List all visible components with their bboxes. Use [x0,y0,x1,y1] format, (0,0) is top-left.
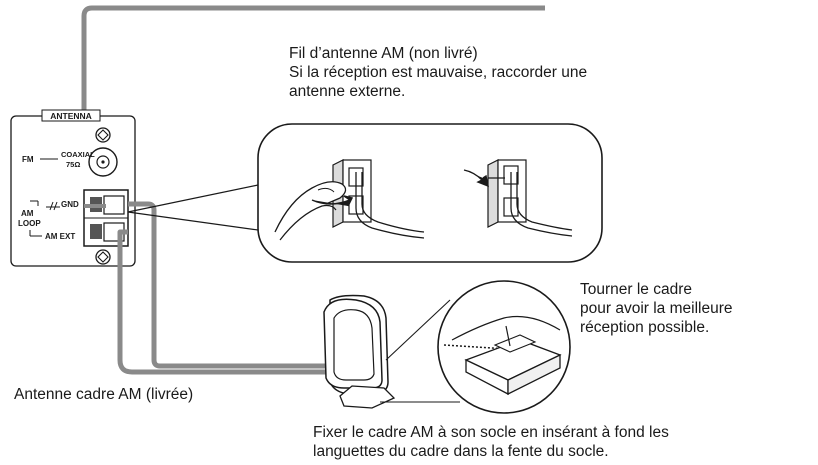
terminal-detail-callout [257,123,603,263]
screw-icon [95,127,111,143]
loop-label: LOOP [18,219,41,228]
screw-icon [95,249,111,265]
press-arrow-icon [311,195,354,207]
am-ext-label: AM EXT [45,232,75,241]
fm-label: FM [22,155,34,164]
rotate-caption-line3: réception possible. [580,319,710,336]
spring-clip-right [487,159,573,237]
am-loop-antenna [323,294,396,409]
ground-symbol-icon [46,201,60,211]
fix-caption-line2: languettes du cadre dans la fente du soc… [313,443,609,460]
finger-icon [274,181,347,241]
am-wire-caption-line3: antenne externe. [289,83,406,100]
fm-coaxial-jack [88,147,118,177]
loop-cable [128,201,345,369]
panel-header-label: ANTENNA [50,111,92,121]
am-wire-caption-line2: Si la réception est mauvaise, raccorder … [289,64,588,81]
gnd-label: GND [61,200,79,209]
fix-caption-line1: Fixer le cadre AM à son socle en inséran… [313,424,669,441]
loop-antenna-caption: Antenne cadre AM (livrée) [14,386,194,403]
base-detail-circle [437,280,571,414]
insert-arrow-icon [463,169,489,188]
spring-clip-left [332,159,425,239]
rotate-caption-line1: Tourner le cadre [580,281,693,298]
ohm-label: 75Ω [66,160,80,169]
am-wire-external [81,5,545,210]
coaxial-label: COAXIAL [61,150,95,159]
am-terminal-block [83,189,129,247]
loop-cable [117,229,340,375]
am-label: AM [21,209,34,218]
antenna-panel: ANTENNA FM COAXIAL 75Ω GND AM LO [10,109,136,267]
rotate-caption-line2: pour avoir la meilleure [580,300,733,317]
am-wire-caption-line1: Fil d’antenne AM (non livré) [289,45,478,62]
